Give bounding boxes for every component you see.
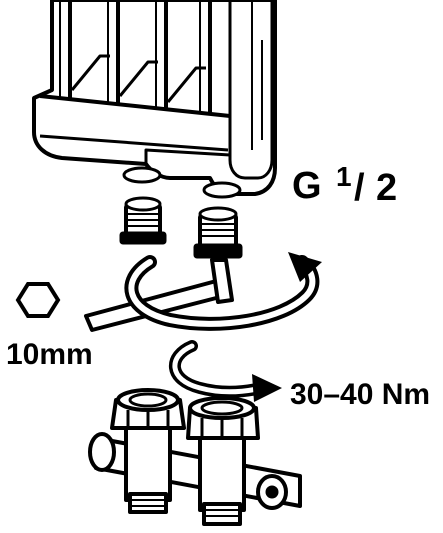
thread-size-main: G bbox=[292, 165, 322, 207]
allen-key bbox=[84, 258, 234, 332]
threaded-nipple-left bbox=[119, 196, 167, 245]
thread-size-denominator: 2 bbox=[376, 167, 397, 209]
hexagon-icon bbox=[15, 282, 61, 318]
rotation-arrow-icon bbox=[124, 252, 322, 331]
hex-key-size-label: 10mm bbox=[6, 338, 93, 371]
thread-size-numerator: 1 bbox=[336, 161, 352, 192]
threaded-nipple-right bbox=[193, 206, 243, 259]
torque-arrow-icon bbox=[169, 340, 282, 402]
thread-size-slash: / bbox=[354, 167, 365, 209]
valve-body bbox=[88, 388, 302, 526]
thread-size-label: G 1 / 2 bbox=[292, 161, 397, 209]
torque-range-label: 30–40 Nm bbox=[290, 378, 430, 411]
radiator bbox=[32, 0, 277, 199]
